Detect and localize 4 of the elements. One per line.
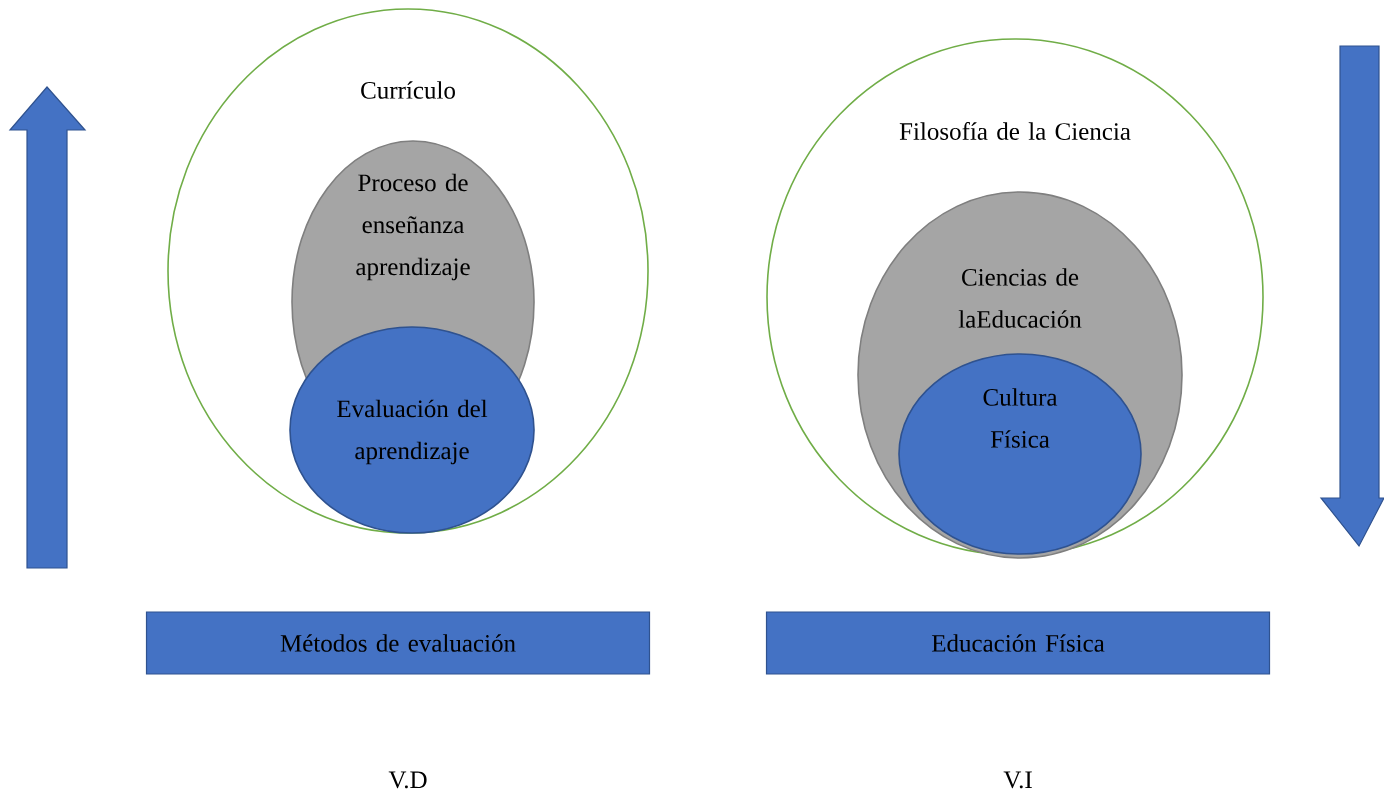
variable-box: Métodos de evaluación [145, 611, 651, 675]
variable-label: V.I [1003, 771, 1032, 789]
variable-box: Educación Física [765, 611, 1271, 675]
variable-label: V.D [388, 771, 427, 789]
